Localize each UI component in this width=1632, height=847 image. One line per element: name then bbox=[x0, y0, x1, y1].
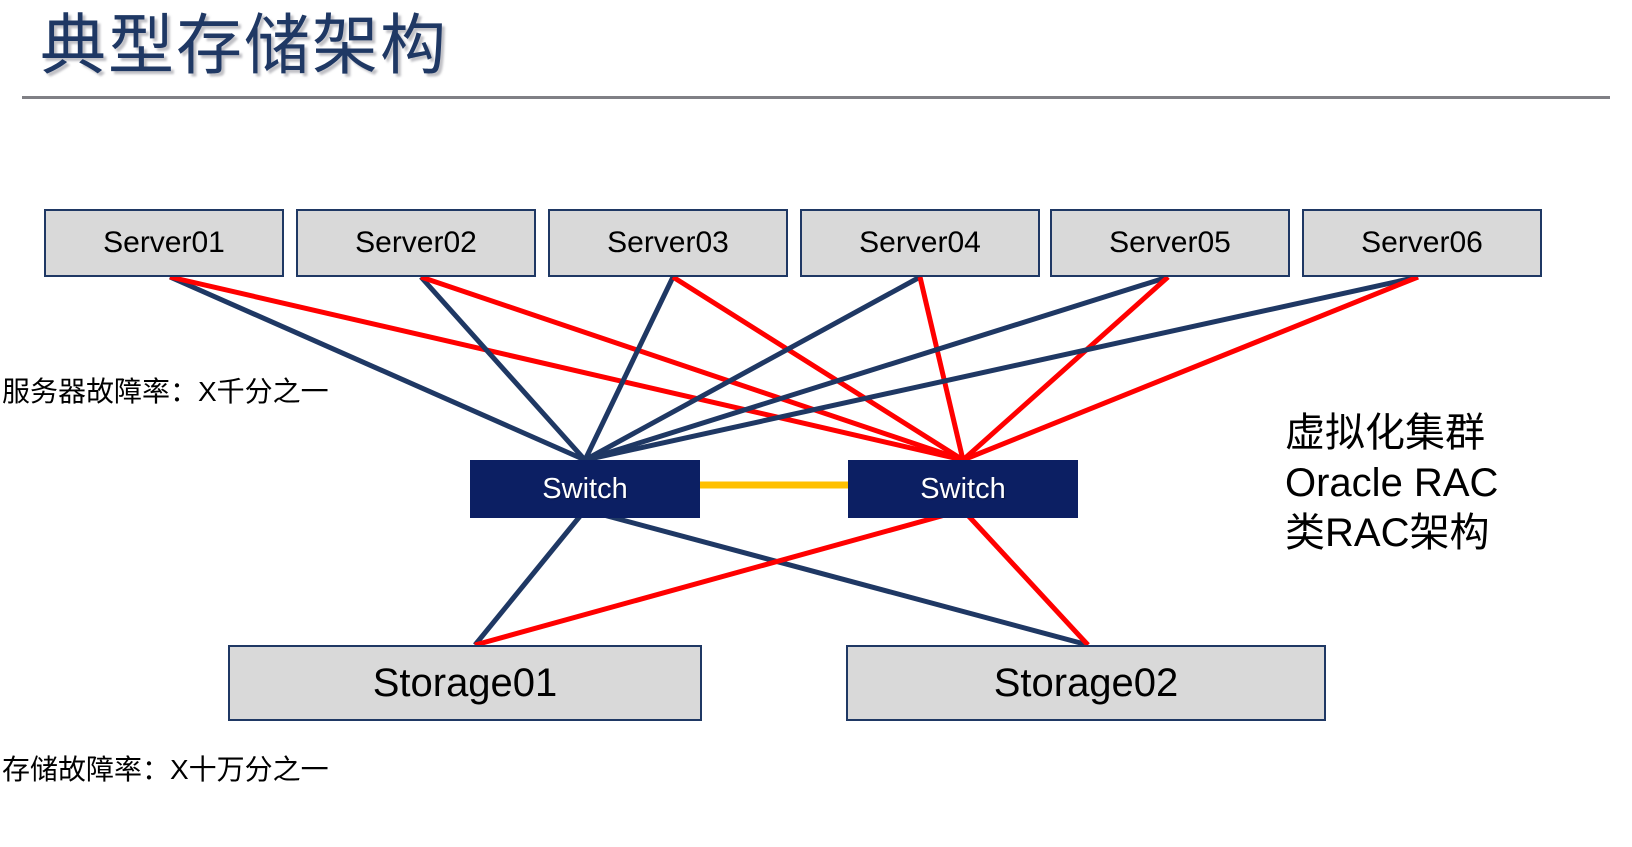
wire-switch-a-to-storage01 bbox=[473, 508, 587, 647]
wire-server1-to-switch-a bbox=[168, 274, 587, 463]
node-switch-b[interactable]: Switch bbox=[848, 460, 1078, 518]
page-title: 典型存储架构 bbox=[40, 8, 448, 82]
wire-switch-b-to-storage01 bbox=[474, 507, 964, 648]
wire-server5-to-switch-a bbox=[584, 274, 1169, 463]
server-failure-rate-label: 服务器故障率：X千分之一 bbox=[2, 376, 329, 407]
node-server05[interactable]: Server05 bbox=[1050, 209, 1290, 277]
wire-switch-b-to-storage02 bbox=[961, 508, 1090, 647]
node-switch-a[interactable]: Switch bbox=[470, 460, 700, 518]
wire-server5-to-switch-b bbox=[961, 275, 1170, 462]
node-server02[interactable]: Server02 bbox=[296, 209, 536, 277]
node-server03[interactable]: Server03 bbox=[548, 209, 788, 277]
wire-server3-to-switch-a bbox=[582, 275, 676, 462]
wire-switch-a-to-storage02 bbox=[584, 507, 1089, 648]
node-storage02[interactable]: Storage02 bbox=[846, 645, 1326, 721]
wire-server3-to-switch-b bbox=[671, 274, 965, 463]
node-server06[interactable]: Server06 bbox=[1302, 209, 1542, 277]
wire-server2-to-switch-b bbox=[420, 274, 964, 463]
cluster-architecture-note: 虚拟化集群 Oracle RAC 类RAC架构 bbox=[1285, 408, 1498, 558]
title-divider bbox=[22, 96, 1610, 99]
cluster-note-line2: Oracle RAC bbox=[1285, 461, 1499, 505]
cluster-note-line3: 类RAC架构 bbox=[1285, 511, 1490, 555]
node-server01[interactable]: Server01 bbox=[44, 209, 284, 277]
wire-server1-to-switch-b bbox=[169, 274, 964, 463]
node-storage01[interactable]: Storage01 bbox=[228, 645, 702, 721]
wire-server4-to-switch-b bbox=[917, 276, 966, 461]
storage-failure-rate-label: 存储故障率：X十万分之一 bbox=[2, 754, 329, 785]
wire-server2-to-switch-a bbox=[419, 275, 587, 462]
cluster-note-line1: 虚拟化集群 bbox=[1285, 411, 1485, 455]
wire-server4-to-switch-a bbox=[583, 274, 922, 463]
node-server04[interactable]: Server04 bbox=[800, 209, 1040, 277]
